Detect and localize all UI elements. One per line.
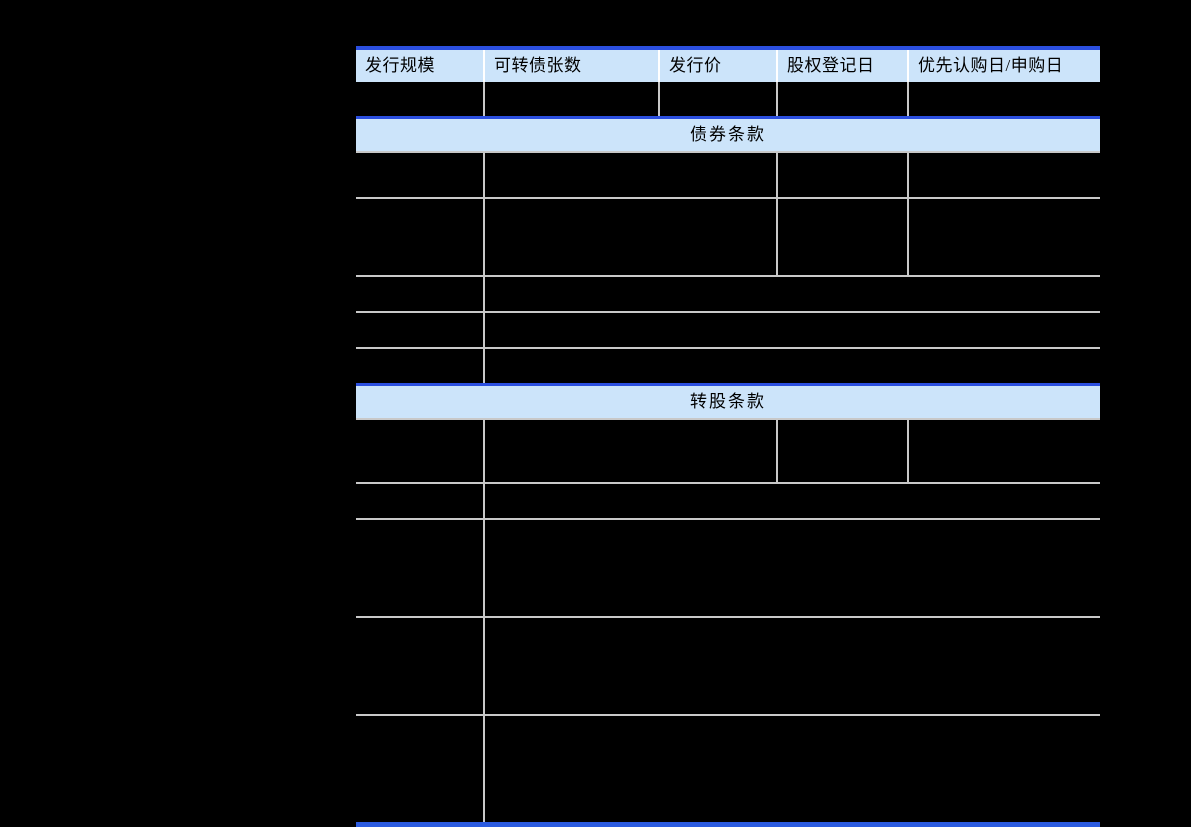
table-row	[356, 197, 1100, 276]
bond-info-table: 发行规模 可转债张数 发行价 股权登记日 优先认购日/申购日 债券条款	[356, 46, 1100, 827]
cell-issue-scale-value	[356, 82, 485, 118]
table-row	[356, 311, 1100, 348]
column-header-record-date: 股权登记日	[777, 48, 909, 82]
table-row	[356, 347, 1100, 385]
cell-bond-row-3-c1	[484, 275, 1100, 312]
table-header-row: 发行规模 可转债张数 发行价 股权登记日 优先认购日/申购日	[356, 48, 1100, 82]
section-header-conversion-terms: 转股条款	[356, 383, 1100, 419]
cell-conv-row-5-c0	[356, 714, 485, 825]
cell-bond-row-4-c0	[356, 311, 485, 348]
column-header-priority-date: 优先认购日/申购日	[908, 48, 1100, 82]
cell-bond-row-2-c1	[484, 197, 778, 276]
cell-conv-row-3-c1	[484, 518, 1100, 617]
cell-conv-row-2-c0	[356, 482, 485, 519]
cell-conv-row-1-c1	[484, 418, 778, 483]
cell-conv-row-4-c0	[356, 616, 485, 715]
cell-bond-count-value	[484, 82, 660, 118]
table-row	[356, 518, 1100, 617]
cell-bond-row-2-c3	[908, 197, 1100, 276]
cell-conv-row-3-c0	[356, 518, 485, 617]
table-row	[356, 616, 1100, 715]
cell-conv-row-2-c1	[484, 482, 1100, 519]
cell-bond-row-3-c0	[356, 275, 485, 312]
section-header-bond-terms: 债券条款	[356, 116, 1100, 152]
cell-bond-row-1-c2	[777, 151, 909, 198]
cell-conv-row-1-c3	[908, 418, 1100, 483]
cell-conv-row-4-c1	[484, 616, 1100, 715]
table-row	[356, 82, 1100, 118]
column-header-issue-scale: 发行规模	[356, 48, 485, 82]
column-header-bond-count: 可转债张数	[484, 48, 660, 82]
cell-conv-row-5-c1	[484, 714, 1100, 825]
cell-priority-date-value	[908, 82, 1100, 118]
cell-bond-row-5-c1	[484, 347, 1100, 385]
section-title-bond-terms: 债券条款	[356, 116, 1100, 152]
cell-conv-row-1-c2	[777, 418, 909, 483]
cell-bond-row-1-c3	[908, 151, 1100, 198]
cell-bond-row-4-c1	[484, 311, 1100, 348]
cell-bond-row-2-c2	[777, 197, 909, 276]
section-title-conversion-terms: 转股条款	[356, 383, 1100, 419]
cell-conv-row-1-c0	[356, 418, 485, 483]
table-row	[356, 275, 1100, 312]
column-header-issue-price: 发行价	[659, 48, 778, 82]
cell-bond-row-1-c1	[484, 151, 778, 198]
table-row	[356, 151, 1100, 198]
table-row	[356, 482, 1100, 519]
cell-issue-price-value	[659, 82, 778, 118]
cell-bond-row-2-c0	[356, 197, 485, 276]
table-row	[356, 714, 1100, 825]
cell-record-date-value	[777, 82, 909, 118]
table-row	[356, 418, 1100, 483]
bond-info-table-container: 发行规模 可转债张数 发行价 股权登记日 优先认购日/申购日 债券条款	[356, 46, 1100, 827]
cell-bond-row-5-c0	[356, 347, 485, 385]
cell-bond-row-1-c0	[356, 151, 485, 198]
